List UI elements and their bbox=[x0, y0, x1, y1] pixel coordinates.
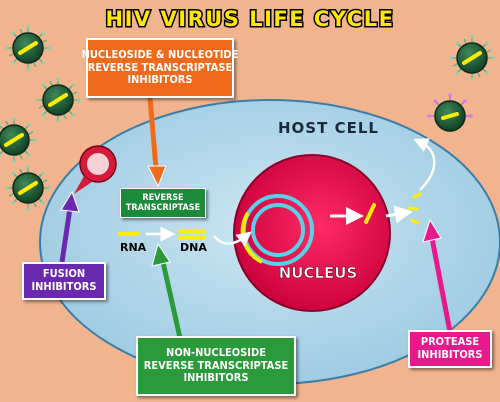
nnrti-line-2: REVERSE TRANSCRIPTASE bbox=[143, 358, 289, 372]
rna-label: RNA bbox=[120, 241, 147, 254]
nrti-line-2: REVERSE TRANSCRIPTASE bbox=[87, 60, 233, 74]
protease-inhibitor-box: PROTEASE INHIBITORS bbox=[408, 330, 492, 368]
virus-particle-5 bbox=[447, 33, 497, 83]
host-cell-label: HOST CELL bbox=[278, 119, 379, 137]
fusion-line-1: FUSION bbox=[42, 267, 86, 281]
virus-particle-2 bbox=[33, 75, 83, 125]
nnrti-line-1: NON-NUCLEOSIDE bbox=[166, 346, 266, 360]
diagram-title: HIV VIRUS LIFE CYCLE bbox=[106, 7, 395, 31]
protein-fragments bbox=[407, 192, 422, 225]
rt-line-2: TRANSCRIPTASE bbox=[125, 203, 201, 213]
nucleus-label: NUCLEUS bbox=[279, 264, 358, 282]
nnrti-inhibitor-box: NON-NUCLEOSIDE REVERSE TRANSCRIPTASE INH… bbox=[136, 336, 296, 396]
virus-particle-4 bbox=[3, 163, 53, 213]
rt-line-1: REVERSE bbox=[142, 192, 184, 203]
fusion-line-2: INHIBITORS bbox=[31, 280, 97, 293]
transport-arrow bbox=[213, 231, 252, 247]
virus-particle-1 bbox=[3, 23, 53, 73]
nnrti-pointer bbox=[151, 242, 183, 339]
dna-label: DNA bbox=[180, 241, 207, 254]
nrti-pointer bbox=[147, 97, 167, 188]
protease-pointer bbox=[422, 218, 453, 333]
fusion-pointer bbox=[59, 190, 80, 263]
viral-rna-strand bbox=[364, 203, 376, 224]
fusing-virus bbox=[74, 145, 117, 194]
export-arrow bbox=[385, 205, 413, 224]
nrti-line-1: NUCLEOSIDE & NUCLEOTIDE bbox=[81, 48, 239, 62]
nnrti-line-3: INHIBITORS bbox=[183, 371, 249, 385]
budding-virus bbox=[427, 93, 473, 132]
virus-particle-3 bbox=[0, 115, 39, 165]
protease-line-2: INHIBITORS bbox=[417, 348, 483, 361]
protease-line-1: PROTEASE bbox=[420, 335, 480, 349]
reverse-transcriptase-box: REVERSE TRANSCRIPTASE bbox=[120, 188, 206, 218]
fusion-inhibitor-box: FUSION INHIBITORS bbox=[22, 262, 106, 300]
assembly-arrow bbox=[413, 138, 436, 191]
nrti-inhibitor-box: NUCLEOSIDE & NUCLEOTIDE REVERSE TRANSCRI… bbox=[82, 38, 238, 98]
nrti-line-3: INHIBITORS bbox=[127, 73, 193, 87]
